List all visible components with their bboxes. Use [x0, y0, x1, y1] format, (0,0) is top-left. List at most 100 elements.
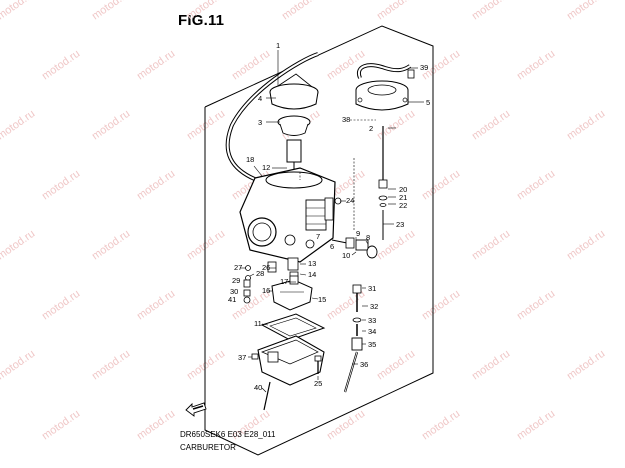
screw-37 — [251, 353, 259, 360]
watermark-text: motod.ru — [40, 288, 82, 323]
callout-labels: 1 39 4 5 3 38 2 18 12 20 21 22 24 23 9 8… — [228, 41, 430, 392]
watermark-text: motod.ru — [325, 408, 367, 443]
callout-33: 33 — [368, 316, 376, 325]
callout-29: 29 — [232, 276, 240, 285]
diagram-frame — [204, 25, 434, 456]
watermark-text: motod.ru — [470, 348, 512, 383]
callout-34: 34 — [368, 327, 376, 336]
watermark-text: motod.ru — [470, 0, 512, 22]
callout-8: 8 — [366, 233, 370, 242]
callout-31: 31 — [368, 284, 376, 293]
screw-25 — [314, 355, 322, 374]
callout-10: 10 — [342, 251, 350, 260]
watermark-text: motod.ru — [420, 288, 462, 323]
callout-6: 6 — [330, 242, 334, 251]
watermark-text: motod.ru — [565, 348, 607, 383]
callout-20: 20 — [399, 185, 407, 194]
callout-36: 36 — [360, 360, 368, 369]
top-cap-4 — [269, 73, 319, 110]
callout-28: 28 — [256, 269, 264, 278]
watermark-text: motod.ru — [135, 288, 177, 323]
callout-21: 21 — [399, 193, 407, 202]
pilot-screw-assy — [331, 237, 378, 259]
watermark-text: motod.ru — [470, 108, 512, 143]
watermark-text: motod.ru — [0, 228, 37, 263]
diagram-caption: CARBURETOR — [180, 443, 236, 452]
model-code: DR650SEK6 E03 E28_011 — [180, 430, 276, 439]
callout-3: 3 — [258, 118, 262, 127]
watermark-text: motod.ru — [565, 228, 607, 263]
callout-13: 13 — [308, 259, 316, 268]
cover-5 — [355, 80, 409, 111]
float-16 — [271, 275, 313, 311]
screw-39 — [407, 69, 415, 79]
callout-2: 2 — [369, 124, 373, 133]
callout-22: 22 — [399, 201, 407, 210]
watermark-text: motod.ru — [565, 108, 607, 143]
watermark-text: motod.ru — [375, 228, 417, 263]
watermark-text: motod.ru — [0, 108, 37, 143]
carburetor-body — [239, 167, 342, 263]
watermark-text: motod.ru — [515, 288, 557, 323]
watermark-text: motod.ru — [565, 0, 607, 22]
callout-40: 40 — [254, 383, 262, 392]
watermark-text: motod.ru — [40, 408, 82, 443]
figure-title: FIG.11 — [178, 12, 225, 29]
watermark-text: motod.ru — [375, 0, 417, 22]
watermark-text: motod.ru — [135, 408, 177, 443]
watermark-text: motod.ru — [185, 228, 227, 263]
callout-41: 41 — [228, 295, 236, 304]
callout-16: 16 — [262, 286, 270, 295]
diaphragm-3 — [277, 115, 311, 136]
callout-17: 17 — [280, 277, 288, 286]
watermark-text: motod.ru — [90, 228, 132, 263]
watermark-text: motod.ru — [90, 0, 132, 22]
watermark-text: motod.ru — [185, 348, 227, 383]
callout-37: 37 — [238, 353, 246, 362]
rod-2 — [378, 126, 388, 240]
leader-lines — [240, 50, 424, 393]
float-bowl — [257, 335, 325, 411]
callout-30: 30 — [230, 287, 238, 296]
watermark-text: motod.ru — [135, 168, 177, 203]
watermark-text: motod.ru — [420, 408, 462, 443]
watermark-text: motod.ru — [0, 348, 37, 383]
watermark-text: motod.ru — [515, 48, 557, 83]
callout-39: 39 — [420, 63, 428, 72]
callout-32: 32 — [370, 302, 378, 311]
watermark-text: motod.ru — [420, 168, 462, 203]
small-parts-left — [243, 279, 251, 304]
callout-12: 12 — [262, 163, 270, 172]
watermark-text: motod.ru — [185, 108, 227, 143]
callout-38: 38 — [342, 115, 350, 124]
callout-5: 5 — [426, 98, 430, 107]
watermark-text: motod.ru — [40, 168, 82, 203]
watermark-text: motod.ru — [230, 48, 272, 83]
callout-7: 7 — [316, 232, 320, 241]
watermark-text: motod.ru — [375, 108, 417, 143]
callout-14: 14 — [308, 270, 316, 279]
gasket-11 — [260, 313, 326, 341]
callout-15: 15 — [318, 295, 326, 304]
watermark-text: motod.ru — [375, 348, 417, 383]
callout-18: 18 — [246, 155, 254, 164]
watermark-text: motod.ru — [515, 168, 557, 203]
watermark-text: motod.ru — [90, 108, 132, 143]
callout-26: 26 — [262, 263, 270, 272]
watermark-text: motod.ru — [90, 348, 132, 383]
watermark-text: motod.ru — [515, 408, 557, 443]
watermark-text: motod.ru — [470, 228, 512, 263]
right-column-parts — [343, 284, 363, 393]
callout-11: 11 — [254, 319, 262, 328]
callout-25: 25 — [314, 379, 322, 388]
callout-9: 9 — [356, 229, 360, 238]
watermark-text: motod.ru — [0, 0, 37, 22]
front-direction-arrow — [185, 402, 207, 417]
callout-4: 4 — [258, 94, 262, 103]
callout-35: 35 — [368, 340, 376, 349]
watermark-text: motod.ru — [280, 0, 322, 22]
watermark-text: motod.ru — [135, 48, 177, 83]
callout-1: 1 — [276, 41, 280, 50]
watermark-text: motod.ru — [185, 0, 227, 22]
